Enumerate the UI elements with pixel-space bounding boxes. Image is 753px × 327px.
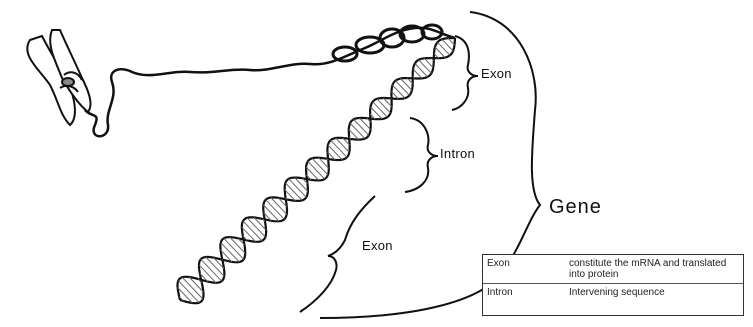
intron-bracket [405, 118, 438, 192]
base-pair [377, 99, 391, 113]
base-pair [391, 98, 392, 99]
exon-bottom-bracket [300, 196, 375, 312]
base-pair [396, 81, 410, 96]
legend-box: Exon constitute the mRNA and translated … [482, 254, 744, 316]
base-pair [419, 60, 432, 73]
legend-row: Intron Intervening sequence [483, 284, 743, 302]
legend-term: Intron [483, 284, 565, 302]
legend-definition: Intervening sequence [565, 284, 743, 302]
base-pair [424, 58, 433, 67]
base-pair [448, 38, 455, 45]
exon-bottom-label: Exon [362, 238, 393, 253]
base-pair [350, 123, 365, 139]
base-pair [336, 138, 350, 152]
base-pair [308, 161, 325, 179]
base-pair [354, 119, 369, 135]
base-pair [401, 79, 412, 91]
gene-label: Gene [549, 196, 602, 219]
base-pair [413, 69, 422, 78]
legend-term: Exon [483, 255, 565, 284]
double-helix [178, 38, 456, 303]
base-pair [373, 102, 388, 118]
base-pair [328, 145, 342, 160]
base-pair [393, 85, 406, 98]
base-pair [247, 218, 265, 237]
base-pair [289, 179, 307, 198]
chromosome-illustration [27, 30, 90, 125]
legend-table: Exon constitute the mRNA and translated … [483, 255, 743, 301]
base-pair [285, 183, 302, 201]
base-pair [415, 64, 428, 77]
base-pair [438, 42, 451, 55]
exon-top-bracket [452, 36, 478, 110]
base-pair [222, 259, 223, 260]
base-pair [331, 140, 347, 157]
base-pair [312, 158, 328, 175]
base-pair [371, 107, 383, 119]
exon-top-label: Exon [481, 66, 512, 81]
intron-label: Intron [440, 146, 475, 161]
legend-definition: constitute the mRNA and translated into … [565, 255, 743, 284]
legend-row: Exon constitute the mRNA and translated … [483, 255, 743, 284]
